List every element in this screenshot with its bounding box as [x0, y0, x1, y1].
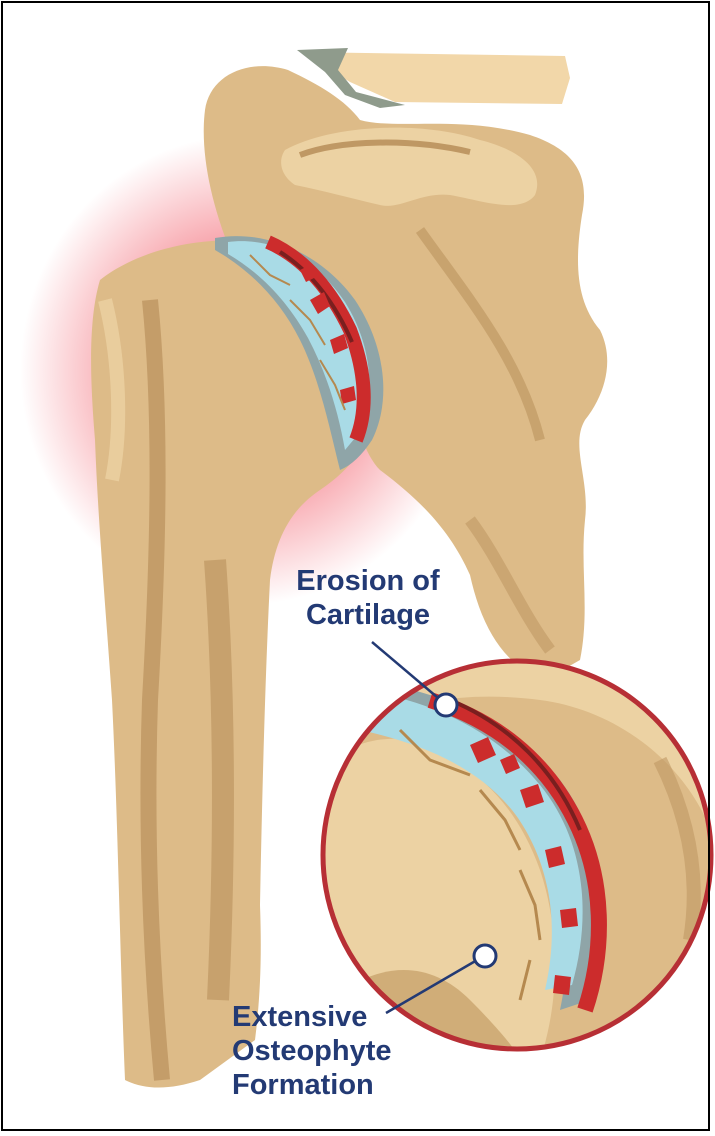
osteophyte-label-line-3: Formation: [232, 1068, 392, 1102]
erosion-of-cartilage-label: Erosion of Cartilage: [268, 564, 468, 632]
osteophyte-label-line-2: Osteophyte: [232, 1034, 392, 1068]
osteophyte-label-line-1: Extensive: [232, 1000, 392, 1034]
osteophyte-formation-label: Extensive Osteophyte Formation: [232, 1000, 392, 1102]
erosion-label-line-1: Erosion of: [268, 564, 468, 598]
erosion-label-line-2: Cartilage: [268, 598, 468, 632]
